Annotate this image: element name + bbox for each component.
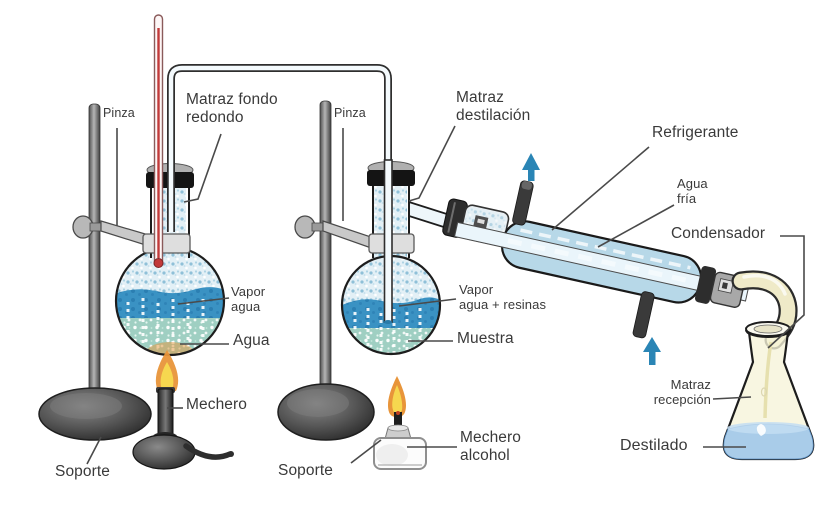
water-inlet-tube xyxy=(632,291,655,339)
clamp-right xyxy=(294,215,375,250)
label-muestra: Muestra xyxy=(457,330,514,347)
label-vapor-agua: Vapor agua xyxy=(231,284,266,315)
wick xyxy=(394,412,402,428)
leader-matraz-destilacion xyxy=(408,125,456,202)
stand-left xyxy=(38,103,152,441)
heat-glow xyxy=(146,342,194,355)
label-matraz-recepcion: Matraz recepción xyxy=(653,377,711,408)
label-soporte-left: Soporte xyxy=(55,463,110,480)
leader-soporte-left xyxy=(86,436,102,465)
alcohol-lamp xyxy=(373,376,427,470)
flame-inner xyxy=(392,385,403,414)
label-mechero-alcohol: Mechero alcohol xyxy=(460,429,522,464)
leader-vapor-agua xyxy=(177,297,230,305)
thermometer xyxy=(153,14,164,268)
label-pinza-right: Pinza xyxy=(334,106,366,120)
flame-inner xyxy=(160,362,174,390)
leader-soporte-right xyxy=(350,439,382,464)
water-outlet-tube xyxy=(512,180,534,226)
label-destilado: Destilado xyxy=(620,437,688,454)
leader-refrigerante xyxy=(551,146,650,231)
label-refrigerante: Refrigerante xyxy=(652,124,739,141)
water-out-arrow xyxy=(522,153,540,181)
distillate-drip xyxy=(763,341,773,419)
label-matraz-destilacion: Matraz destilación xyxy=(456,89,531,124)
label-agua-fria: Agua fría xyxy=(677,176,708,207)
label-pinza-left: Pinza xyxy=(103,106,135,120)
label-agua: Agua xyxy=(233,332,270,349)
liquid-highlight xyxy=(756,424,766,436)
label-mechero: Mechero xyxy=(186,396,248,413)
leader-vapor-resinas xyxy=(398,298,457,307)
water-in-arrow xyxy=(643,337,661,365)
stand-right xyxy=(277,100,375,441)
dip-tube xyxy=(383,159,393,323)
label-vapor-agua-resinas: Vapor agua + resinas xyxy=(459,282,547,313)
label-condensador: Condensador xyxy=(671,225,766,242)
label-soporte-right: Soporte xyxy=(278,462,333,479)
leader-lines xyxy=(86,125,805,465)
gas-hose xyxy=(183,443,233,460)
clamp-collar-left xyxy=(142,233,191,254)
leader-matraz-recepcion xyxy=(712,396,752,400)
label-matraz-fondo-redondo: Matraz fondo redondo xyxy=(186,91,278,126)
clamp-left xyxy=(72,215,153,248)
receiving-flask xyxy=(722,321,815,461)
steam-tube xyxy=(167,64,393,324)
distillation-flask xyxy=(340,161,451,356)
leader-matraz-fondo xyxy=(183,133,222,203)
leader-condensador xyxy=(767,235,805,349)
thermometer-bulb xyxy=(153,258,164,268)
leader-agua-fria xyxy=(597,204,675,248)
bunsen-burner xyxy=(132,350,234,470)
